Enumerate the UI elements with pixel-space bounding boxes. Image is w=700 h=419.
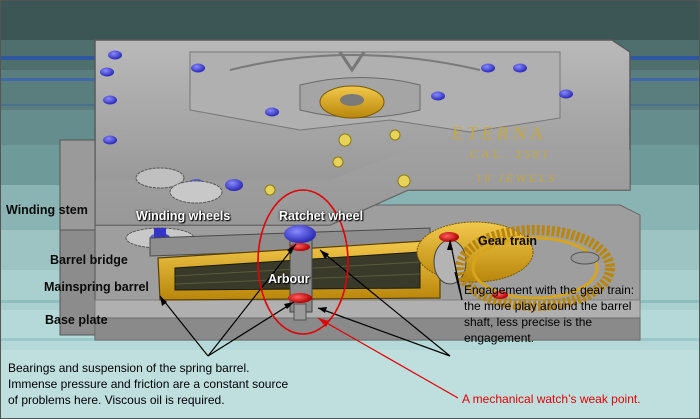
- engraving-caliber: CAL. 3501: [469, 147, 553, 161]
- arrowheads: [160, 240, 453, 313]
- pointer-bearing-bottom-right: [317, 307, 451, 357]
- label-base-plate: Base plate: [45, 313, 108, 327]
- note-bearings-line-1: Bearings and suspension of the spring ba…: [8, 361, 250, 375]
- note-engagement-line-4: engagement.: [464, 331, 535, 345]
- label-ratchet-wheel: Ratchet wheel: [279, 209, 364, 223]
- bridge-screws: [100, 50, 573, 191]
- main-bridge: [59, 39, 631, 231]
- label-winding-wheels: Winding wheels: [136, 209, 231, 223]
- engraving-brand: ETERNA: [450, 123, 549, 143]
- pointer-engagement-2: [454, 271, 463, 301]
- engraving-jewels: 18 JEWELS: [475, 173, 559, 185]
- label-winding-stem: Winding stem: [6, 203, 88, 217]
- pointer-bearing-top-left: [207, 243, 297, 357]
- note-weak-point: A mechanical watch’s weak point.: [462, 392, 641, 406]
- pointer-bearing-barrel: [159, 295, 209, 357]
- note-bearings-line-3: of problems here. Viscous oil is require…: [8, 393, 225, 407]
- pointer-bearing-top-right: [319, 249, 451, 357]
- annotation-pointers: [159, 239, 463, 357]
- note-engagement-line-2: the more play around the barrel: [464, 299, 632, 313]
- label-gear-train: Gear train: [478, 234, 538, 248]
- label-barrel-bridge: Barrel bridge: [50, 253, 128, 267]
- weak-point-highlight: [257, 189, 459, 399]
- label-arbour: Arbour: [268, 272, 310, 286]
- gear-train-part: [416, 221, 615, 311]
- note-engagement-line-1: Engagement with the gear train:: [464, 283, 635, 297]
- pointer-bearing-bottom-left: [207, 301, 295, 357]
- note-bearings-line-2: Immense pressure and friction are a cons…: [8, 377, 289, 391]
- arbour-shaft: [284, 225, 316, 321]
- jewels: [264, 129, 411, 196]
- note-engagement-line-3: shaft, less precise is the: [464, 315, 593, 329]
- label-mainspring-barrel: Mainspring barrel: [44, 280, 149, 294]
- center-wheel: [319, 51, 385, 119]
